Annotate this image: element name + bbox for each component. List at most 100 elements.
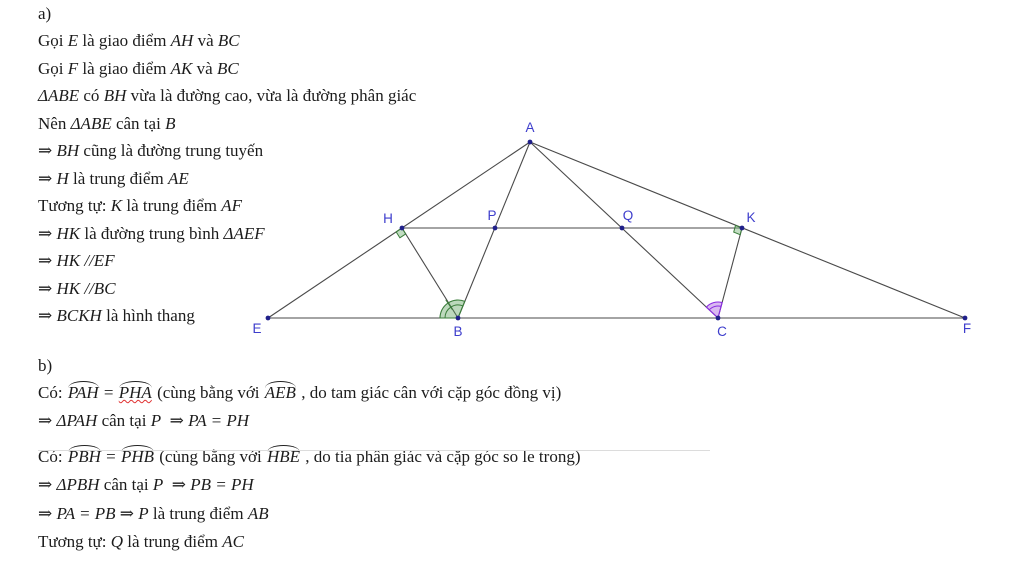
text-run: PHB: [120, 444, 155, 466]
solution-line: Nên ΔABE cân tại B: [38, 114, 416, 142]
text-run: Gọi: [38, 31, 68, 50]
text-run: cân tại: [111, 113, 166, 133]
segment-CK: [717, 227, 743, 319]
solution-line: Gọi E là giao điểm AH và BC: [38, 31, 416, 59]
text-run: Tương tự:: [38, 196, 111, 215]
text-run: ⇒: [115, 503, 139, 523]
text-run: PBH: [67, 444, 101, 466]
segment-AC: [529, 141, 719, 319]
text-run: P: [150, 411, 162, 431]
solution-line: ⇒ PA = PB ⇒ P là trung điểm AB: [38, 504, 580, 532]
point-Q: [619, 225, 625, 231]
angle-mark-B: [439, 299, 466, 319]
text-run: BCKH: [56, 306, 102, 325]
text-run: F: [67, 58, 79, 78]
text-run: ⇒: [161, 411, 189, 431]
point-A: [527, 139, 533, 145]
text-run: là hình thang: [101, 306, 195, 325]
text-run: và: [192, 58, 217, 78]
text-run: Có:: [38, 446, 67, 466]
text-run: ⇒: [38, 278, 57, 298]
section-divider: [38, 450, 710, 451]
solution-line: Tương tự: K là trung điểm AF: [38, 196, 416, 224]
text-run: P: [138, 503, 149, 523]
segment-AB: [457, 141, 531, 319]
text-run: ⇒: [38, 141, 57, 160]
section-b-lines: Có: PAH = PHA (cùng bằng với AEB , do ta…: [38, 381, 581, 560]
text-run: AC: [222, 531, 244, 551]
label-B: B: [453, 324, 462, 339]
text-run: là trung điểm: [122, 196, 222, 215]
text-run: H: [56, 168, 69, 188]
text-run: ΔAEF: [223, 223, 265, 243]
text-run: là giao điểm: [78, 31, 171, 50]
solution-line: Có: PBH = PHB (cùng bằng với HBE , do ti…: [38, 444, 581, 475]
angle-mark-C-inner-arc: [708, 305, 722, 311]
text-run: AF: [221, 196, 243, 215]
text-run: AEB: [264, 381, 297, 402]
text-run: ⇒: [163, 475, 191, 495]
point-C: [715, 315, 721, 321]
solution-line: ⇒ BCKH là hình thang: [38, 306, 416, 334]
label-F: F: [963, 321, 971, 336]
text-run: có: [79, 86, 104, 105]
text-run: , do tia phân giác và cặp góc so le tron…: [301, 446, 581, 466]
solution-line: Có: PAH = PHA (cùng bằng với AEB , do ta…: [38, 381, 580, 411]
text-run: ⇒: [38, 168, 57, 188]
solution-line: ⇒ HK //BC: [38, 279, 416, 307]
solution-line: ⇒ HK là đường trung bình ΔAEF: [38, 224, 416, 252]
solution-line: Tương tự: Q là trung điểm AC: [38, 532, 580, 560]
text-run: là giao điểm: [78, 58, 171, 78]
text-run: HK //EF: [56, 251, 115, 270]
text-run: PA = PH: [188, 411, 249, 431]
text-run: là trung điểm: [123, 531, 223, 551]
text-run: HBE: [266, 444, 301, 466]
angle-mark-B-tick: [445, 299, 453, 310]
text-run: ⇒: [38, 223, 57, 243]
angle-mark-B-inner-arc: [444, 304, 464, 319]
text-run: là trung điểm: [148, 503, 248, 523]
text-run: PB = PH: [190, 475, 254, 495]
text-run: ⇒: [38, 251, 57, 270]
label-P: P: [487, 208, 496, 223]
text-run: ⇒: [38, 475, 57, 495]
text-run: P: [152, 475, 164, 495]
text-run: PA = PB: [56, 503, 116, 523]
text-run: ⇒: [38, 503, 57, 523]
text-run: B: [165, 113, 176, 133]
text-run: ⇒: [38, 306, 57, 325]
text-run: cân tại: [97, 411, 151, 431]
solution-line: ⇒ H là trung điểm AE: [38, 169, 416, 197]
section-a-label: a): [38, 4, 52, 23]
point-P: [492, 225, 498, 231]
text-run: AH: [170, 31, 194, 50]
text-run: BC: [216, 58, 239, 78]
text-run: (cùng bằng với: [155, 446, 266, 466]
text-run: K: [110, 196, 123, 215]
text-run: Q: [110, 531, 124, 551]
point-K: [739, 225, 745, 231]
text-run: AB: [247, 503, 269, 523]
angle-mark-C: [705, 301, 723, 320]
segment-AF: [529, 141, 966, 319]
label-A: A: [525, 120, 534, 135]
section-b: b) Có: PAH = PHA (cùng bằng với AEB , do…: [38, 356, 580, 560]
solution-line: ⇒ BH cũng là đường trung tuyến: [38, 141, 416, 169]
text-run: E: [67, 31, 79, 50]
text-run: HK: [56, 223, 81, 243]
section-b-label: b): [38, 356, 53, 375]
solution-line: ⇒ HK //EF: [38, 251, 416, 279]
text-run: PAH: [67, 381, 99, 402]
text-run: BH: [56, 141, 80, 160]
text-run: ΔPBH: [56, 475, 100, 495]
text-run: , do tam giác cân với cặp góc đồng vị): [296, 383, 562, 402]
text-run: HK //BC: [56, 278, 116, 298]
text-run: PHA: [118, 381, 152, 402]
text-run: và: [193, 31, 218, 50]
text-run: Có:: [38, 383, 67, 402]
label-C: C: [717, 324, 727, 339]
text-run: Nên: [38, 113, 71, 133]
point-B: [455, 315, 461, 321]
